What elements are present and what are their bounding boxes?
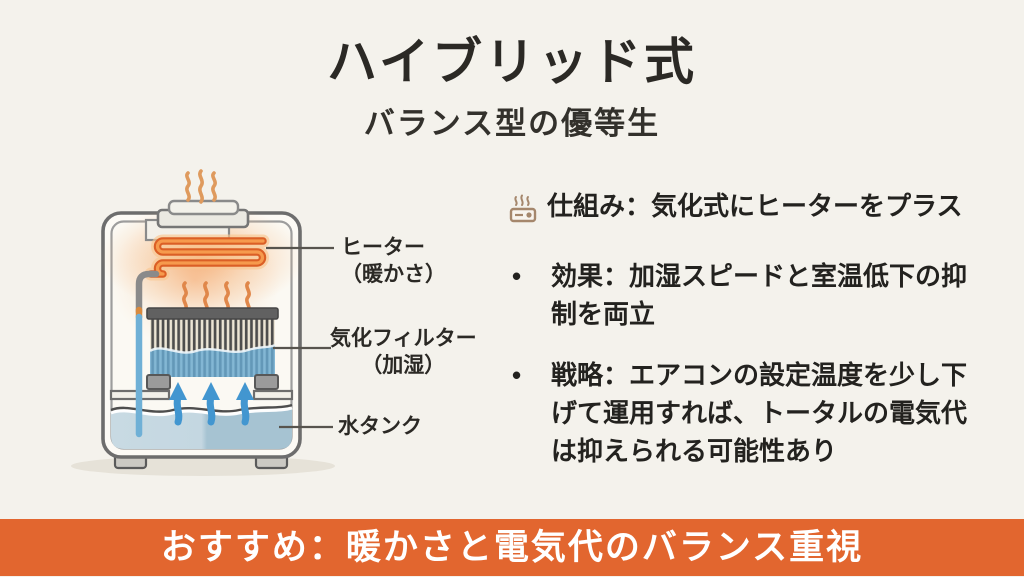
- label-vaporizing-filter: 気化フィルター （加湿）: [330, 325, 477, 379]
- info-item-effect: • 効果：加湿スピードと室温低下の抑 制を両立: [506, 257, 1011, 333]
- bullet-icon: •: [512, 360, 522, 390]
- info-column: 仕組み：気化式にヒーターをプラス • 効果：加湿スピードと室温低下の抑 制を両立…: [506, 187, 1011, 493]
- info-line: 制を両立: [551, 299, 656, 329]
- vaporizing-filter: [146, 307, 279, 390]
- info-strategy-text: 戦略：エアコンの設定温度を少し下 げて運用すれば、トータルの電気代 は抑えられる…: [551, 356, 1011, 470]
- info-mechanism-text: 仕組み：気化式にヒーターをプラス: [547, 187, 1011, 225]
- page-subtitle: バランス型の優等生: [363, 106, 661, 141]
- info-line: げて運用すれば、トータルの電気代: [551, 398, 968, 428]
- heater-coil: [144, 234, 270, 281]
- steam-above-icon: [185, 169, 217, 204]
- label-connectors: [266, 246, 334, 429]
- info-effect-text: 効果：加湿スピードと室温低下の抑 制を両立: [551, 257, 1011, 333]
- info-line: は抑えられる可能性あり: [551, 436, 838, 466]
- info-line: 戦略：エアコンの設定温度を少し下: [551, 360, 968, 390]
- info-line: 効果：加湿スピードと室温低下の抑: [551, 261, 968, 291]
- airflow-arrows: [169, 382, 254, 426]
- page-title: ハイブリッド式: [327, 34, 697, 90]
- humidifier-diagram: [71, 169, 335, 476]
- recommendation-banner: おすすめ：暖かさと電気代のバランス重視: [0, 519, 1024, 576]
- label-water-tank: 水タンク: [338, 413, 422, 440]
- label-filter-line2: （加湿）: [361, 354, 446, 377]
- bullet-icon: •: [512, 261, 522, 291]
- floor-shadow: [71, 456, 335, 476]
- recommendation-banner-text: おすすめ：暖かさと電気代のバランス重視: [160, 528, 864, 567]
- info-item-mechanism: 仕組み：気化式にヒーターをプラス: [506, 187, 1011, 234]
- feed-pipe: [135, 270, 160, 438]
- heater-icon: [506, 187, 547, 234]
- info-item-strategy: • 戦略：エアコンの設定温度を少し下 げて運用すれば、トータルの電気代 は抑えら…: [506, 356, 1011, 470]
- label-filter-line1: 気化フィルター: [330, 327, 477, 350]
- label-heater-line2: （暖かさ）: [341, 263, 446, 286]
- label-heater: ヒーター （暖かさ）: [341, 234, 446, 288]
- label-heater-line1: ヒーター: [341, 236, 425, 259]
- label-tank-line1: 水タンク: [338, 415, 422, 438]
- info-line: 仕組み：気化式にヒーターをプラス: [547, 191, 963, 221]
